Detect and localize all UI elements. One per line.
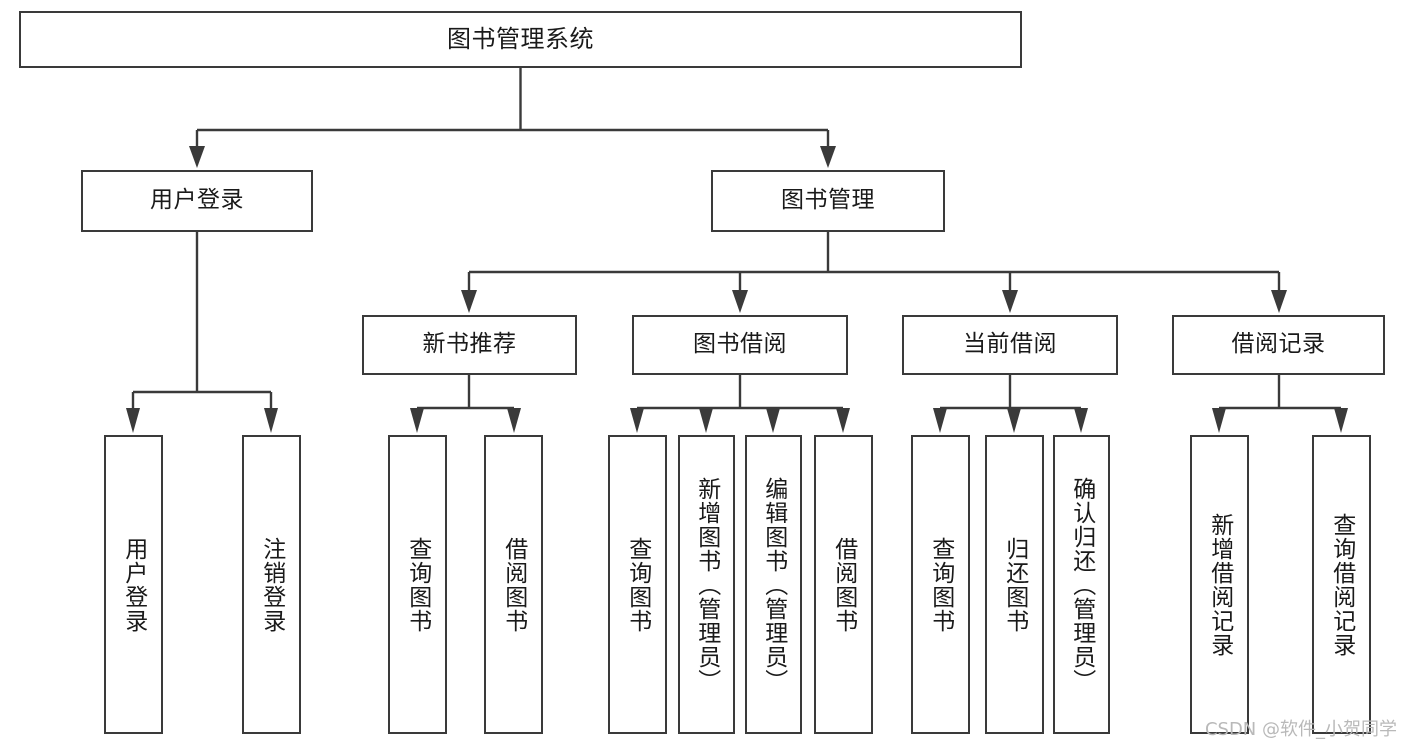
node-root-label: 图书管理系统 [447,25,594,54]
node-leaf-query-book-3[interactable]: 查询图书 [911,435,970,734]
node-current-borrow[interactable]: 当前借阅 [902,315,1118,375]
arrow-head-icon [1007,408,1021,433]
arrow-head-icon [461,290,477,313]
arrow-head-icon [507,408,521,433]
node-leaf-edit-book[interactable]: 编辑图书（管理员） [745,435,802,734]
node-book-management[interactable]: 图书管理 [711,170,945,232]
node-leaf-query-book-2-label: 查询图书 [624,536,651,633]
node-current-borrow-label: 当前借阅 [963,331,1057,358]
node-borrow-record[interactable]: 借阅记录 [1172,315,1385,375]
node-leaf-add-book-label: 新增图书（管理员） [693,476,720,693]
watermark-text: CSDN @软件_小贺同学 [1204,719,1397,740]
node-user-login[interactable]: 用户登录 [81,170,313,232]
node-leaf-return-book[interactable]: 归还图书 [985,435,1044,734]
node-leaf-query-book-3-label: 查询图书 [927,536,954,633]
arrow-head-icon [126,408,140,433]
node-leaf-add-record-label: 新增借阅记录 [1206,512,1233,657]
node-leaf-return-book-label: 归还图书 [1001,536,1028,633]
node-borrow-record-label: 借阅记录 [1231,331,1326,358]
arrow-head-icon [699,408,713,433]
arrow-head-icon [732,290,748,313]
arrow-head-icon [630,408,644,433]
arrow-head-icon [1271,290,1287,313]
node-book-borrow[interactable]: 图书借阅 [632,315,848,375]
arrow-head-icon [766,408,780,433]
node-leaf-confirm-return-label: 确认归还（管理员） [1068,476,1095,693]
arrow-head-icon [410,408,424,433]
node-leaf-edit-book-label: 编辑图书（管理员） [760,476,787,693]
arrow-head-icon [1002,290,1018,313]
node-user-login-label: 用户登录 [150,187,244,214]
node-book-management-label: 图书管理 [781,187,875,214]
node-leaf-confirm-return[interactable]: 确认归还（管理员） [1053,435,1110,734]
node-leaf-query-book-2[interactable]: 查询图书 [608,435,667,734]
node-leaf-borrow-book-1[interactable]: 借阅图书 [484,435,543,734]
arrow-head-icon [820,146,836,168]
arrow-head-icon [1212,408,1226,433]
node-leaf-logout-label: 注销登录 [258,536,285,633]
node-leaf-borrow-book-2[interactable]: 借阅图书 [814,435,873,734]
node-new-book-recommend-label: 新书推荐 [422,331,517,358]
arrow-head-icon [1074,408,1088,433]
node-new-book-recommend[interactable]: 新书推荐 [362,315,577,375]
node-leaf-logout[interactable]: 注销登录 [242,435,301,734]
arrow-head-icon [933,408,947,433]
node-leaf-borrow-book-1-label: 借阅图书 [500,536,527,633]
arrow-head-icon [1334,408,1348,433]
node-leaf-add-book[interactable]: 新增图书（管理员） [678,435,735,734]
node-book-borrow-label: 图书借阅 [693,331,787,358]
node-leaf-query-record[interactable]: 查询借阅记录 [1312,435,1371,734]
node-leaf-add-record[interactable]: 新增借阅记录 [1190,435,1249,734]
node-leaf-user-login[interactable]: 用户登录 [104,435,163,734]
node-leaf-user-login-label: 用户登录 [120,536,147,633]
node-leaf-query-book-1[interactable]: 查询图书 [388,435,447,734]
arrow-head-icon [189,146,205,168]
node-leaf-query-record-label: 查询借阅记录 [1328,512,1355,657]
node-root[interactable]: 图书管理系统 [19,11,1022,68]
node-leaf-query-book-1-label: 查询图书 [404,536,431,633]
arrow-head-icon [836,408,850,433]
node-leaf-borrow-book-2-label: 借阅图书 [830,536,857,633]
arrow-head-icon [264,408,278,433]
